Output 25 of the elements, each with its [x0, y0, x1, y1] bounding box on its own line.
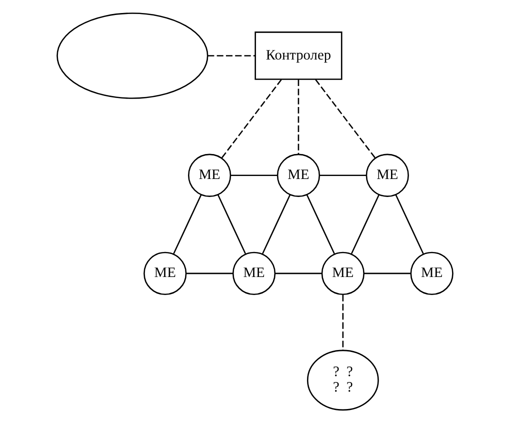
- connector: [208, 55, 256, 56]
- connector: [221, 79, 282, 158]
- connector: [364, 272, 411, 274]
- node-cloud: [56, 12, 208, 99]
- connector: [262, 194, 291, 254]
- connector: [306, 194, 335, 254]
- connector: [395, 194, 424, 254]
- node-circle: ME: [232, 252, 276, 296]
- connector: [275, 272, 322, 274]
- connector: [298, 80, 300, 154]
- node-circle: ME: [366, 154, 409, 197]
- connector: [217, 194, 246, 254]
- connector: [315, 79, 376, 158]
- connector: [320, 174, 366, 176]
- node-circle: ME: [188, 154, 232, 197]
- connector: [173, 194, 202, 254]
- node-ellipse: ? ? ? ?: [306, 350, 379, 411]
- node-circle: ME: [144, 252, 187, 296]
- node-circle: ME: [321, 252, 364, 296]
- connector: [186, 272, 233, 274]
- connector: [230, 174, 278, 176]
- node-circle: ME: [276, 154, 320, 197]
- node-box: Контролер: [254, 32, 342, 80]
- connector: [350, 194, 380, 254]
- node-circle: ME: [410, 252, 454, 296]
